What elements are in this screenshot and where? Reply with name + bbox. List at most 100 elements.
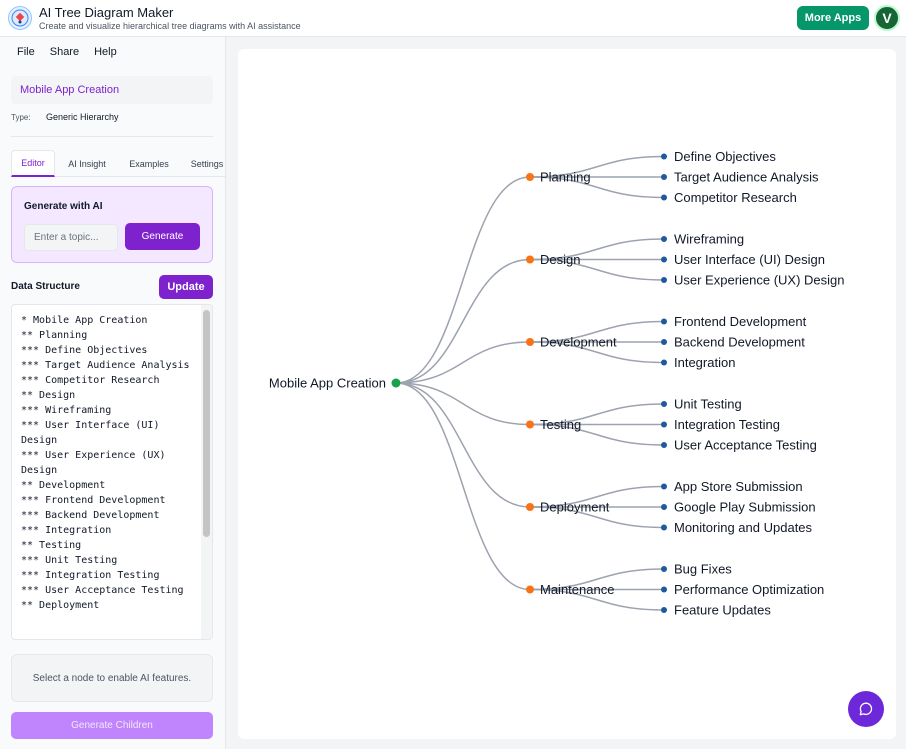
chat-bubble-icon	[859, 702, 873, 716]
branch-node-testing[interactable]	[526, 420, 534, 429]
app-header: AI Tree Diagram Maker Create and visuali…	[0, 0, 906, 37]
branch-node-design[interactable]	[526, 255, 534, 264]
leaf-node-app-store-submission[interactable]	[661, 483, 667, 490]
leaf-node-competitor-research[interactable]	[661, 194, 667, 201]
node-label-integration[interactable]: Integration	[674, 355, 735, 370]
node-label-development[interactable]: Development	[540, 335, 617, 350]
branch-node-development[interactable]	[526, 338, 534, 346]
generate-children-button[interactable]: Generate Children	[11, 712, 213, 739]
tab-settings[interactable]: Settings	[190, 158, 224, 169]
node-label-app-store-submission[interactable]: App Store Submission	[674, 479, 803, 494]
menu-bar: File Share Help	[17, 46, 117, 58]
leaf-node-define-objectives[interactable]	[661, 153, 667, 160]
leaf-node-integration-testing[interactable]	[661, 421, 667, 428]
chat-button[interactable]	[848, 691, 884, 727]
node-label-performance-optimization[interactable]: Performance Optimization	[674, 582, 824, 597]
node-label-testing[interactable]: Testing	[540, 417, 581, 432]
node-label-target-audience-analysis[interactable]: Target Audience Analysis	[674, 170, 819, 185]
leaf-node-feature-updates[interactable]	[661, 607, 667, 613]
leaf-node-integration[interactable]	[661, 359, 667, 366]
menu-share[interactable]: Share	[49, 46, 80, 58]
link-bug-fixes	[529, 568, 665, 591]
node-label-user-experience-ux-design[interactable]: User Experience (UX) Design	[674, 273, 845, 288]
node-label-user-acceptance-testing[interactable]: User Acceptance Testing	[674, 438, 817, 453]
menu-file[interactable]: File	[17, 46, 35, 58]
sidebar: File Share Help Mobile App Creation Type…	[0, 37, 226, 749]
leaf-node-frontend-development[interactable]	[661, 318, 667, 325]
node-label-planning[interactable]: Planning	[540, 170, 591, 185]
app-title: AI Tree Diagram Maker	[39, 5, 174, 20]
link-frontend-development	[529, 320, 665, 343]
node-label-design[interactable]: Design	[540, 252, 580, 267]
link-app-store-submission	[529, 485, 665, 508]
more-apps-button[interactable]: More Apps	[797, 6, 869, 30]
leaf-node-wireframing[interactable]	[661, 236, 667, 242]
topic-input[interactable]	[24, 224, 118, 251]
leaf-node-bug-fixes[interactable]	[661, 566, 667, 572]
leaf-node-target-audience-analysis[interactable]	[661, 174, 667, 180]
divider	[11, 136, 213, 137]
leaf-node-user-interface-ui-design[interactable]	[661, 256, 667, 263]
link-testing	[395, 382, 531, 426]
leaf-node-unit-testing[interactable]	[661, 401, 667, 407]
link-development	[395, 341, 531, 384]
link-user-experience-ux-design	[529, 258, 665, 281]
root-node-mobile-app-creation[interactable]	[391, 378, 401, 388]
data-structure-label: Data Structure	[11, 281, 80, 292]
menu-help[interactable]: Help	[94, 46, 117, 58]
link-user-acceptance-testing	[529, 423, 665, 446]
node-label-define-objectives[interactable]: Define Objectives	[674, 149, 776, 164]
link-integration	[529, 341, 665, 364]
user-avatar[interactable]: V	[874, 5, 900, 31]
data-structure-editor[interactable]: * Mobile App Creation ** Planning *** De…	[11, 304, 213, 640]
link-wireframing	[529, 238, 665, 261]
generate-title: Generate with AI	[24, 201, 103, 212]
leaf-node-google-play-submission[interactable]	[661, 504, 667, 510]
app-subtitle: Create and visualize hierarchical tree d…	[39, 21, 301, 31]
link-monitoring-and-updates	[529, 506, 665, 529]
generate-button[interactable]: Generate	[125, 223, 200, 250]
root-label[interactable]: Mobile App Creation	[269, 376, 386, 391]
node-label-maintenance[interactable]: Maintenance	[540, 582, 614, 597]
link-define-objectives	[529, 155, 665, 178]
document-title[interactable]: Mobile App Creation	[11, 76, 213, 104]
node-label-backend-development[interactable]: Backend Development	[674, 335, 805, 350]
node-label-wireframing[interactable]: Wireframing	[674, 232, 744, 247]
scrollbar-thumb[interactable]	[203, 310, 210, 537]
sidebar-tabs: Editor AI Insight Examples Settings	[11, 150, 226, 177]
node-label-integration-testing[interactable]: Integration Testing	[674, 417, 780, 432]
branch-node-maintenance[interactable]	[526, 585, 534, 594]
type-label: Type:	[11, 113, 31, 122]
type-select[interactable]: Generic Hierarchy	[42, 109, 123, 125]
node-label-feature-updates[interactable]: Feature Updates	[674, 603, 771, 618]
leaf-node-performance-optimization[interactable]	[661, 586, 667, 593]
update-button[interactable]: Update	[159, 275, 213, 299]
link-competitor-research	[529, 176, 665, 199]
node-label-frontend-development[interactable]: Frontend Development	[674, 314, 807, 329]
branch-node-deployment[interactable]	[526, 503, 534, 511]
tab-editor[interactable]: Editor	[11, 150, 55, 177]
tab-examples[interactable]: Examples	[129, 158, 169, 169]
leaf-node-user-acceptance-testing[interactable]	[661, 442, 667, 448]
node-label-user-interface-ui-design[interactable]: User Interface (UI) Design	[674, 252, 825, 267]
node-label-deployment[interactable]: Deployment	[540, 500, 610, 515]
link-feature-updates	[529, 588, 665, 611]
link-unit-testing	[529, 403, 665, 426]
leaf-node-backend-development[interactable]	[661, 339, 667, 345]
leaf-node-monitoring-and-updates[interactable]	[661, 524, 667, 531]
leaf-node-user-experience-ux-design[interactable]	[661, 277, 667, 283]
link-design	[395, 258, 531, 384]
generate-panel: Generate with AI Generate	[11, 186, 213, 263]
node-label-google-play-submission[interactable]: Google Play Submission	[674, 500, 816, 515]
node-label-monitoring-and-updates[interactable]: Monitoring and Updates	[674, 520, 813, 535]
node-label-unit-testing[interactable]: Unit Testing	[674, 397, 742, 412]
link-deployment	[395, 382, 531, 508]
data-structure-text[interactable]: * Mobile App Creation ** Planning *** De…	[21, 315, 190, 611]
tab-ai-insight[interactable]: AI Insight	[68, 158, 106, 169]
node-label-bug-fixes[interactable]: Bug Fixes	[674, 562, 732, 577]
branch-node-planning[interactable]	[526, 173, 534, 181]
node-label-competitor-research[interactable]: Competitor Research	[674, 190, 797, 205]
app-logo-icon	[8, 6, 32, 30]
